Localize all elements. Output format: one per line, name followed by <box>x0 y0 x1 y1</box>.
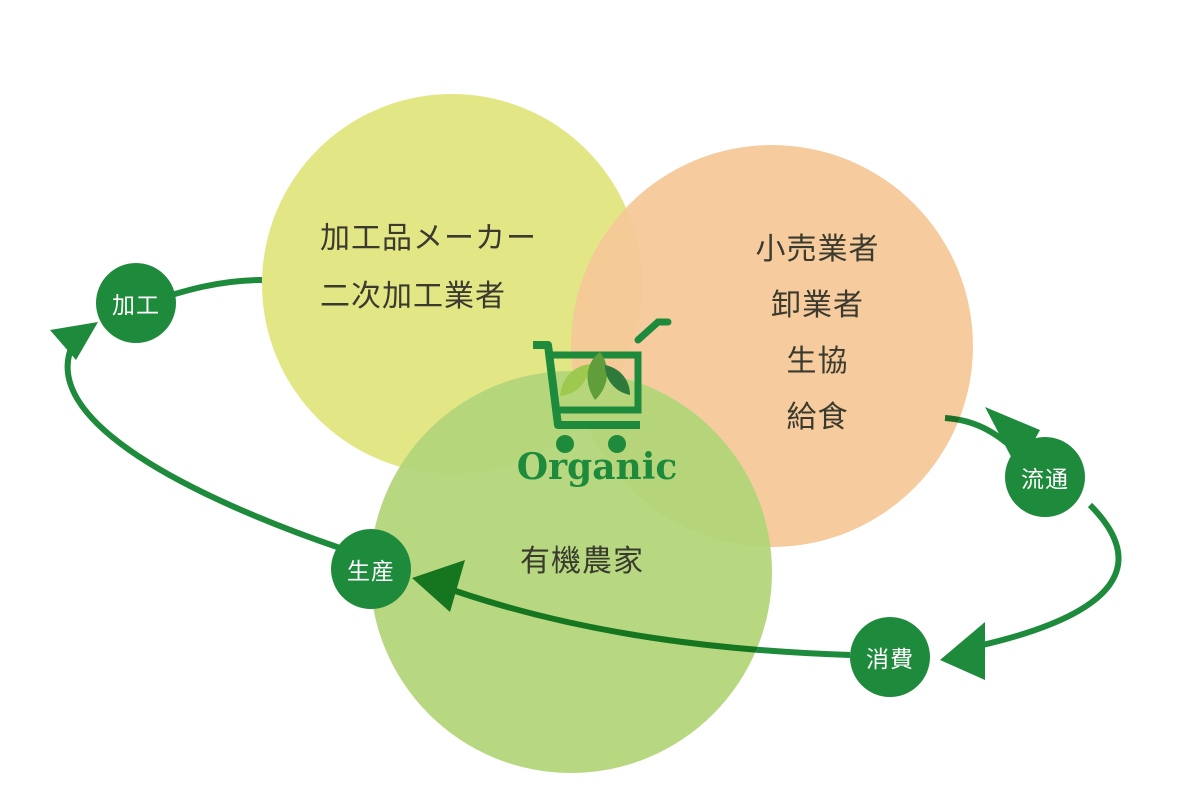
farm-circle-labels: 有機農家 <box>520 533 644 591</box>
distribution-label-1: 小売業者 <box>755 232 880 267</box>
leaf-light <box>560 364 590 396</box>
distribution-label-3: 生協 <box>786 344 849 379</box>
leaf-dark <box>605 365 630 395</box>
distribution-circle-labels: 小売業者 卸業者 生協 給食 <box>700 222 935 446</box>
cycle-arc-distribution-to-consumption <box>959 502 1122 653</box>
processing-circle-labels: 加工品メーカー 二次加工業者 <box>320 210 537 326</box>
organic-logo-text: Organic <box>516 446 678 488</box>
arrowhead-to-processing <box>50 322 98 360</box>
cycle-arc-production-to-processing <box>64 338 341 551</box>
distribution-label-2: 卸業者 <box>771 288 864 323</box>
arrowhead-to-consumption <box>940 622 985 680</box>
cycle-node-distribution: 流通 <box>1005 437 1085 517</box>
cycle-node-consumption: 消費 <box>850 617 930 697</box>
cycle-node-processing: 加工 <box>96 263 176 343</box>
leaf-mid <box>587 352 608 400</box>
distribution-label-4: 給食 <box>786 400 849 435</box>
farm-label: 有機農家 <box>520 544 644 579</box>
processing-label-2: 二次加工業者 <box>320 279 506 314</box>
farm-circle <box>370 371 772 773</box>
cycle-node-production: 生産 <box>331 529 411 609</box>
shopping-cart-icon <box>533 318 672 453</box>
processing-label-1: 加工品メーカー <box>320 221 537 256</box>
